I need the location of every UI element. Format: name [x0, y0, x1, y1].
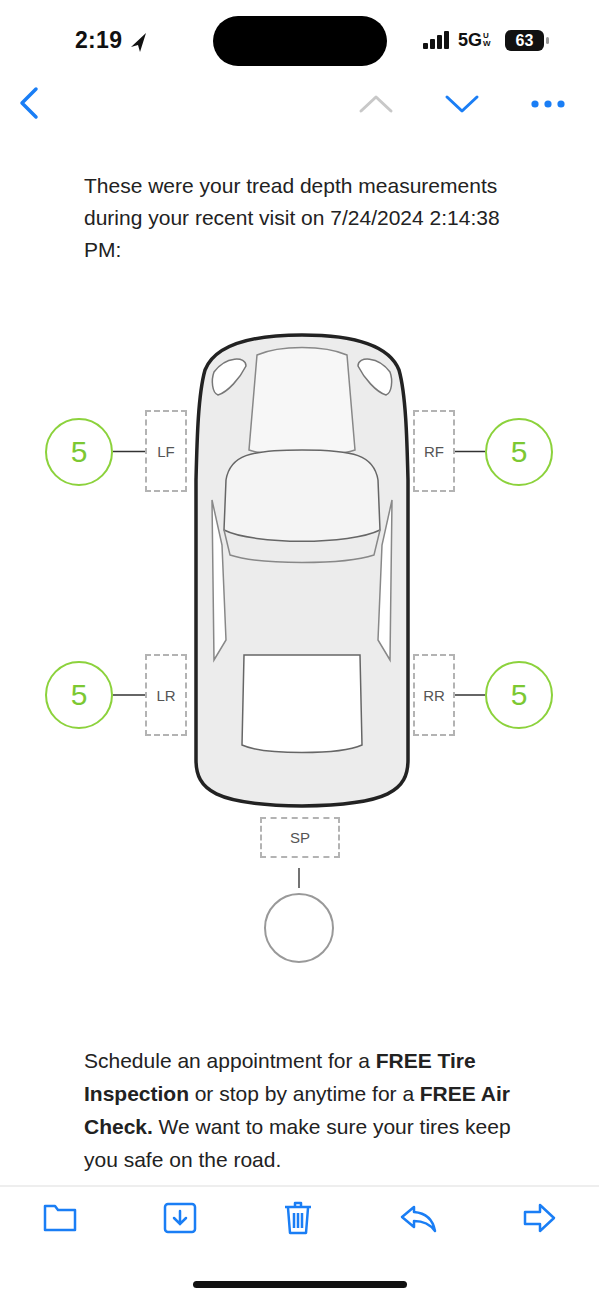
promo-paragraph: Schedule an appointment for aFREE Tire I… [84, 1044, 524, 1176]
tread-depth-value: 5 [71, 680, 88, 710]
tread-depth-circle: 5 [485, 661, 553, 729]
tire-position-label: RF [424, 444, 444, 459]
intro-paragraph: These were your tread depth measurements… [84, 170, 514, 266]
leader-connector [455, 451, 485, 453]
tire-position-label: SP [290, 830, 310, 845]
promo-text: Schedule an appointment for a [84, 1049, 370, 1072]
tread-depth-circle: 5 [485, 418, 553, 486]
tread-depth-value: 5 [511, 437, 528, 467]
tread-depth-value: 5 [71, 437, 88, 467]
tire-position-box: LR [145, 654, 187, 736]
leader-connector [113, 694, 145, 696]
tread-depth-circle: 5 [45, 661, 113, 729]
network-suffix: UW [483, 32, 495, 48]
tread-depth-value: 5 [511, 680, 528, 710]
leader-connector [113, 451, 145, 453]
tire-position-box: SP [260, 817, 340, 858]
tire-position-box: RR [413, 654, 455, 736]
promo-text: or stop by anytime for a [195, 1082, 414, 1105]
tire-position-box: RF [413, 410, 455, 492]
network-type: 5G [458, 30, 482, 51]
tire-position-label: RR [423, 688, 445, 703]
tire-position-label: LR [156, 688, 175, 703]
tire-position-label: LF [157, 444, 175, 459]
status-time: 2:19 [75, 27, 122, 54]
leader-connector [455, 694, 485, 696]
battery-level: 63 [505, 31, 544, 51]
tire-position-box: LF [145, 410, 187, 492]
tread-depth-circle: 5 [45, 418, 113, 486]
